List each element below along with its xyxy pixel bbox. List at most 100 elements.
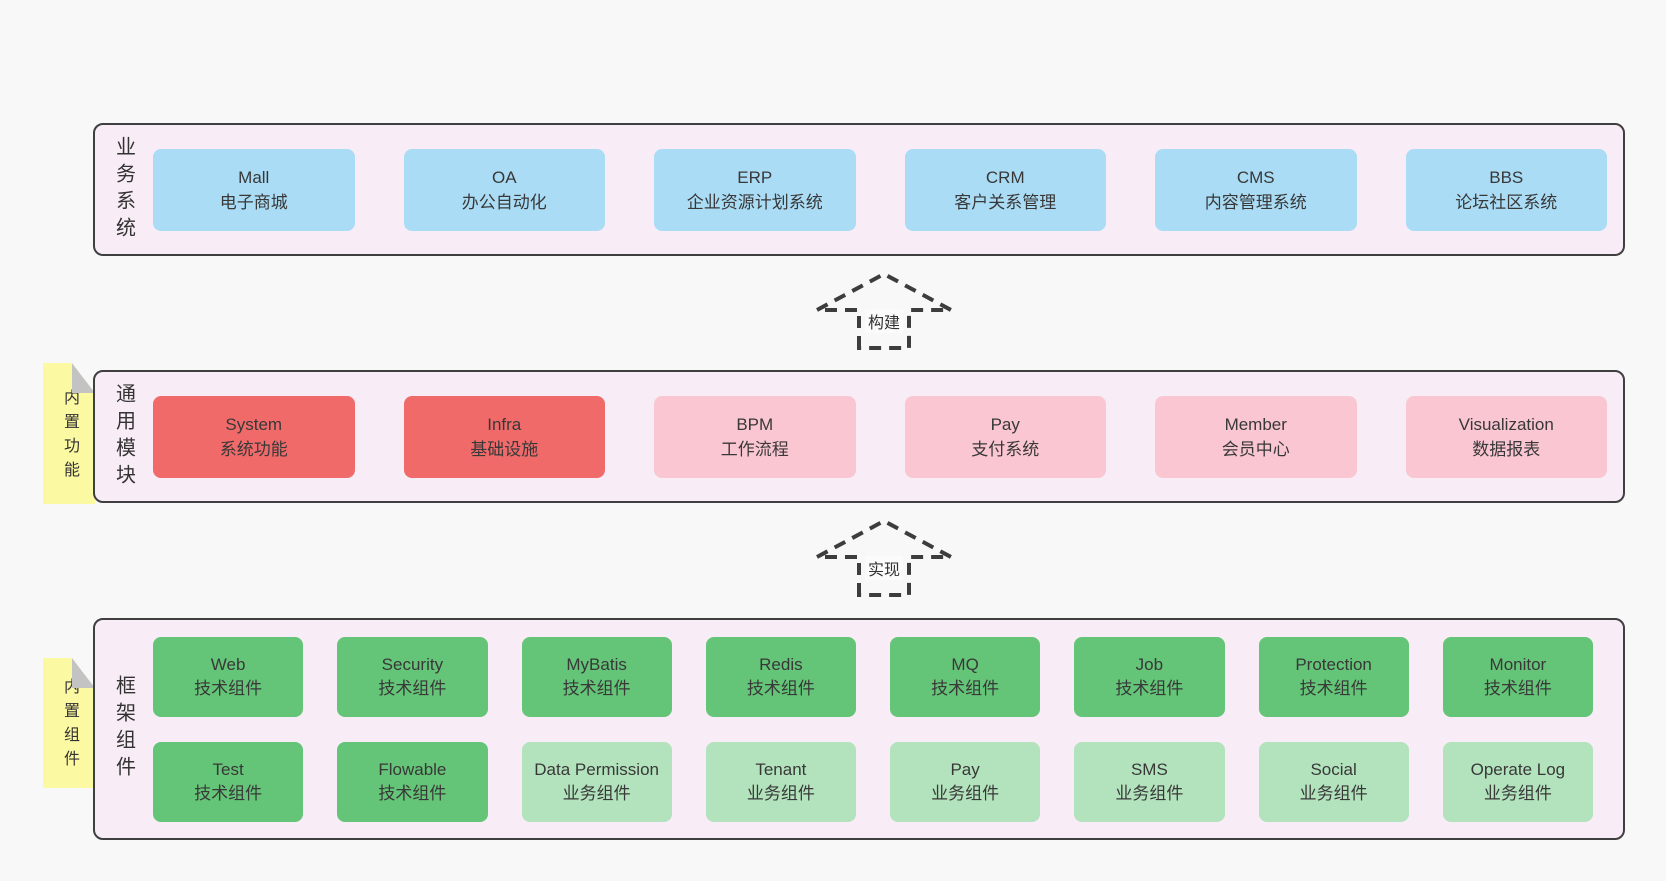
module-box-test: Test 技术组件: [153, 741, 304, 822]
module-desc: 论坛社区系统: [1455, 192, 1558, 212]
module-box-visualization: Visualization 数据报表: [1405, 395, 1607, 478]
module-desc: 客户关系管理: [954, 192, 1057, 212]
module-name: CMS: [1236, 167, 1275, 187]
module-desc: 技术组件: [194, 783, 263, 803]
module-desc: 技术组件: [1483, 678, 1552, 698]
module-name: Mall: [238, 167, 270, 187]
implement-dashed-up-arrow-icon: 实现: [814, 518, 954, 598]
module-name: BBS: [1489, 167, 1524, 187]
module-desc: 技术组件: [931, 678, 1000, 698]
up-arrow-icon: [816, 271, 952, 350]
module-desc: 办公自动化: [461, 192, 547, 212]
up-arrow-icon: [816, 518, 952, 597]
layer-title-business-systems: 业务系统: [112, 135, 135, 244]
layer-title-framework-components: 框架组件: [112, 675, 135, 783]
layer-business-systems: 业务系统 Mall 电子商城 OA 办公自动化 ERP 企业资源计划系统 CRM 客户关系管理…: [93, 123, 1625, 256]
module-name: Data Permission: [534, 759, 659, 779]
module-box-tenant: Tenant 业务组件: [705, 741, 856, 822]
module-box-system: System 系统功能: [153, 395, 355, 478]
module-desc: 技术组件: [194, 678, 263, 698]
module-name: MyBatis: [566, 654, 627, 674]
module-box-redis: Redis 技术组件: [705, 636, 856, 717]
module-desc: 技术组件: [746, 678, 815, 698]
module-desc: 技术组件: [562, 678, 631, 698]
module-desc: 会员中心: [1221, 439, 1290, 459]
sticky-note-label: 内置组件: [61, 678, 78, 774]
module-box-pay: Pay 支付系统: [904, 395, 1106, 478]
folded-corner-icon: [72, 658, 95, 688]
module-name: Monitor: [1489, 654, 1547, 674]
module-name: ERP: [737, 167, 773, 187]
module-box-sms: SMS 业务组件: [1074, 741, 1225, 822]
module-box-mall: Mall 电子商城: [153, 148, 355, 231]
module-name: Test: [212, 759, 244, 779]
module-desc: 业务组件: [931, 783, 1000, 803]
module-desc: 数据报表: [1472, 439, 1541, 459]
module-box-crm: CRM 客户关系管理: [904, 148, 1106, 231]
module-box-data-permission: Data Permission 业务组件: [521, 741, 672, 822]
module-desc: 技术组件: [1299, 678, 1368, 698]
module-name: Web: [210, 654, 246, 674]
module-name: Member: [1224, 414, 1287, 434]
module-box-bpm: BPM 工作流程: [654, 395, 856, 478]
module-box-bbs: BBS 论坛社区系统: [1405, 148, 1607, 231]
module-box-cms: CMS 内容管理系统: [1155, 148, 1357, 231]
build-dashed-up-arrow-icon: 构建: [814, 271, 954, 351]
module-box-pay: Pay 业务组件: [890, 741, 1041, 822]
module-desc: 支付系统: [971, 439, 1040, 459]
module-name: CRM: [985, 167, 1025, 187]
module-box-security: Security 技术组件: [337, 636, 488, 717]
module-desc: 技术组件: [378, 678, 447, 698]
module-box-mybatis: MyBatis 技术组件: [521, 636, 672, 717]
folded-corner-icon: [72, 363, 95, 393]
module-name: BPM: [736, 414, 774, 434]
module-box-infra: Infra 基础设施: [403, 395, 605, 478]
module-name: System: [225, 414, 283, 434]
business-system-boxes: Mall 电子商城 OA 办公自动化 ERP 企业资源计划系统 CRM 客户关系管理 CMS 内容…: [153, 125, 1623, 254]
module-desc: 基础设施: [470, 439, 539, 459]
module-name: MQ: [951, 654, 979, 674]
module-desc: 业务组件: [562, 783, 631, 803]
module-name: Protection: [1295, 654, 1372, 674]
module-box-oa: OA 办公自动化: [403, 148, 605, 231]
module-name: Pay: [950, 759, 980, 779]
common-module-boxes: System 系统功能 Infra 基础设施 BPM 工作流程 Pay 支付系统 Member 会…: [153, 372, 1623, 501]
layer-title-common-modules: 通用模块: [112, 382, 135, 491]
module-desc: 企业资源计划系统: [686, 192, 823, 212]
module-name: Flowable: [378, 759, 447, 779]
module-box-social: Social 业务组件: [1258, 741, 1409, 822]
sticky-note-built-in-components: 内置组件: [43, 658, 95, 788]
module-name: Social: [1310, 759, 1357, 779]
module-name: Operate Log: [1470, 759, 1566, 779]
module-box-web: Web 技术组件: [153, 636, 304, 717]
module-name: Security: [381, 654, 444, 674]
module-box-mq: MQ 技术组件: [890, 636, 1041, 717]
module-name: Infra: [487, 414, 522, 434]
module-desc: 电子商城: [219, 192, 288, 212]
module-desc: 业务组件: [1299, 783, 1368, 803]
module-desc: 内容管理系统: [1204, 192, 1307, 212]
module-name: Redis: [759, 654, 803, 674]
module-name: Job: [1135, 654, 1164, 674]
module-box-member: Member 会员中心: [1155, 395, 1357, 478]
module-name: SMS: [1130, 759, 1168, 779]
module-box-protection: Protection 技术组件: [1258, 636, 1409, 717]
module-desc: 工作流程: [720, 439, 789, 459]
module-desc: 业务组件: [1115, 783, 1184, 803]
sticky-note-built-in-features: 内置功能: [43, 363, 95, 504]
module-desc: 系统功能: [219, 439, 288, 459]
build-arrow-label: 构建: [864, 309, 904, 333]
module-box-monitor: Monitor 技术组件: [1442, 636, 1593, 717]
module-desc: 业务组件: [746, 783, 815, 803]
module-name: Pay: [990, 414, 1020, 434]
module-name: Visualization: [1458, 414, 1554, 434]
module-name: OA: [491, 167, 517, 187]
module-box-erp: ERP 企业资源计划系统: [654, 148, 856, 231]
module-name: Tenant: [755, 759, 807, 779]
